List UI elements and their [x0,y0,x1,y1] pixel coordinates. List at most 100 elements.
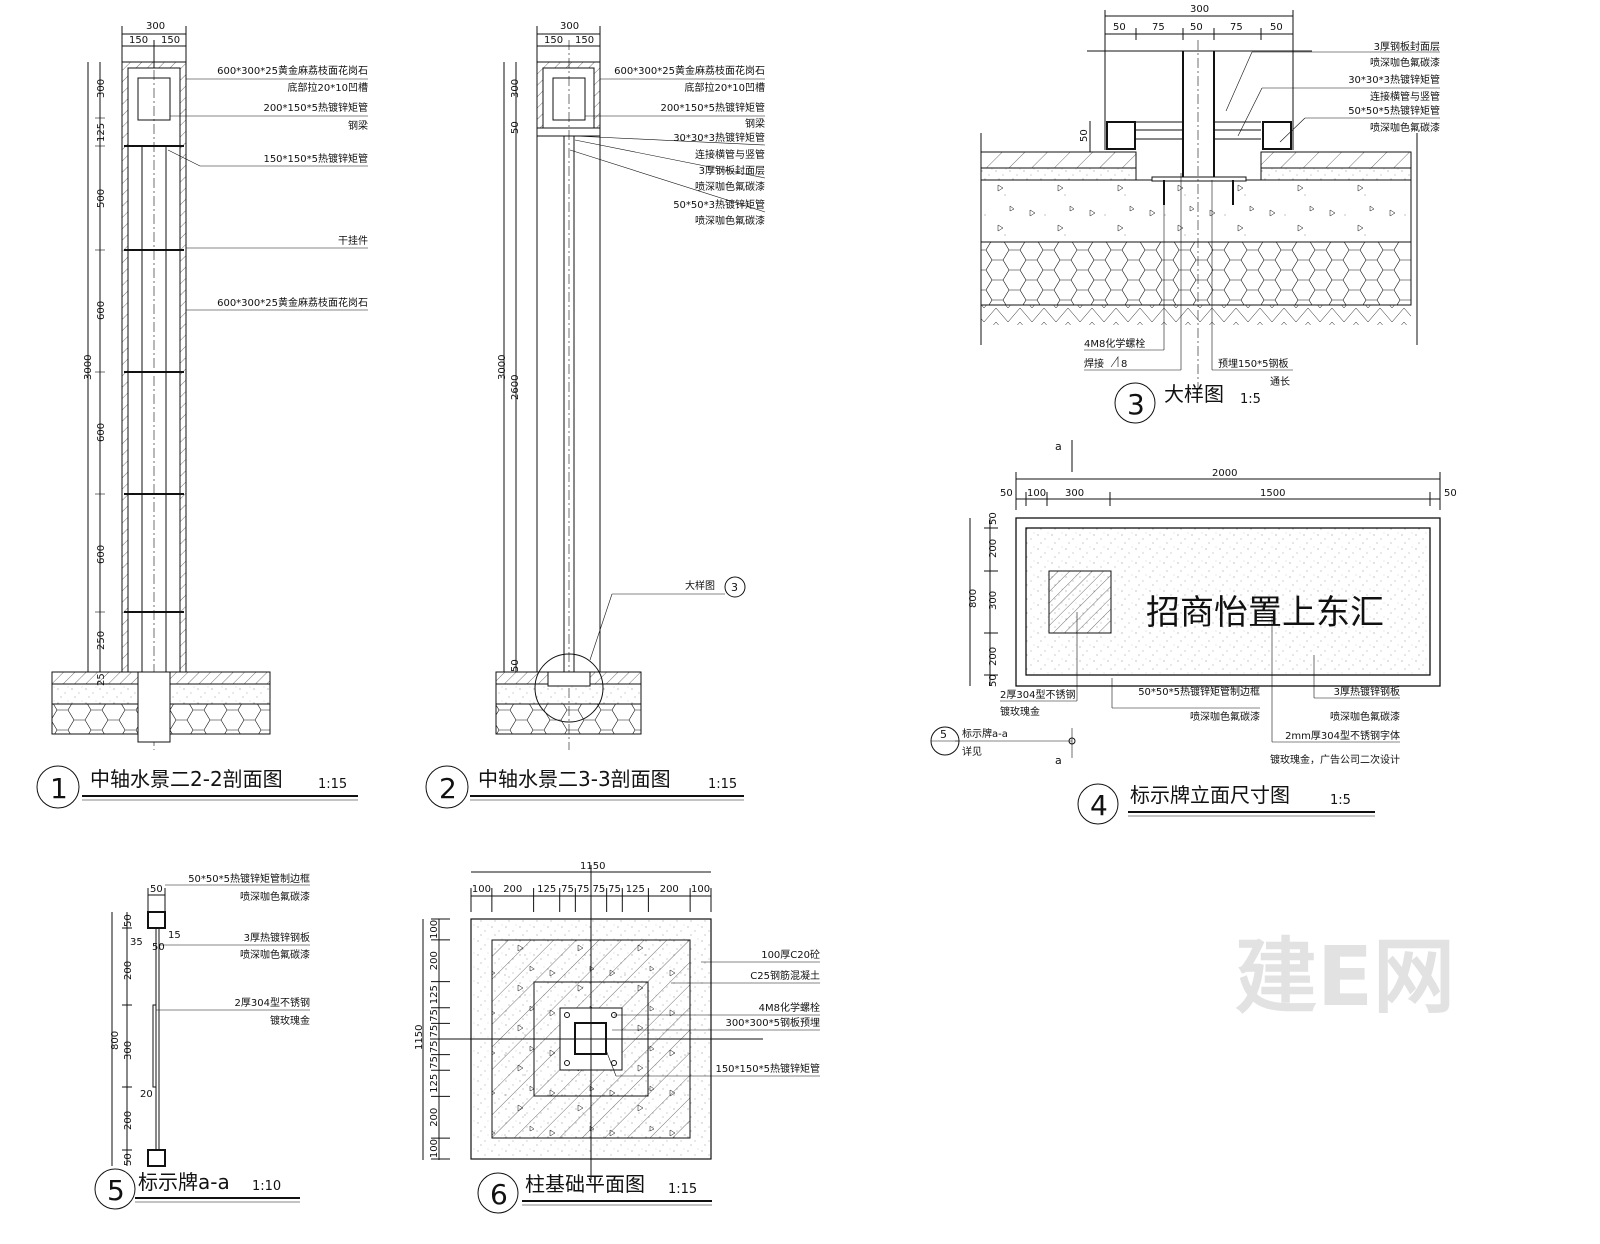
section-mark: a [1055,440,1062,453]
dim: 3000 [497,355,508,380]
dim: 200 [123,961,134,980]
dim: 300 [1065,488,1084,499]
callout-label: 50*50*5热镀锌矩管 [1348,104,1440,117]
callout-label: 喷深咖色氟碳漆 [240,948,310,961]
dim: 150 [575,35,594,46]
callout-label: 600*300*25黄金麻荔枝面花岗石 [217,64,368,77]
dim: 75 [1230,22,1243,33]
dim: 2000 [1212,468,1237,479]
dim: 50 [1190,22,1203,33]
dim: 200 [429,951,440,970]
dim: 15 [168,930,181,941]
dim: 200 [988,539,999,558]
callout-label: 200*150*5热镀锌矩管 [263,101,368,114]
drawing-scale: 1:15 [668,1182,697,1197]
dim: 50 [1113,22,1126,33]
dim: 125 [429,985,440,1004]
callout-label: 3厚钢板封面层 [1374,40,1440,53]
detail-reference-bubble [724,576,746,598]
dim: 50 [510,659,521,672]
dim: 200 [503,884,522,895]
dim: 800 [968,589,979,608]
sign-section-a-a-drawing: 50 50 35 15 20 800 50 200 300 200 50 50*… [94,872,310,1210]
callout-label: C25钢筋混凝土 [750,969,820,982]
weld-size: 8 [1121,359,1127,370]
callout-label: 镀玫瑰金，广告公司二次设计 [1270,753,1400,766]
drawing-number: 5 [107,1174,125,1207]
dim: 200 [429,1108,440,1127]
dim: 600 [96,545,107,564]
callout-label: 4M8化学螺栓 [1084,337,1145,350]
drawing-title: 中轴水景二3-3剖面图 [478,767,671,791]
dim: 150 [161,35,180,46]
dim: 100 [472,884,491,895]
callout-label: 200*150*5热镀锌矩管 [660,101,765,114]
callout-label: 连接横管与竖管 [1370,90,1440,103]
drawing-title: 标示牌立面尺寸图 [1130,783,1290,807]
dim: 125 [429,1074,440,1093]
callout-label: 30*30*3热镀锌矩管 [1348,73,1440,86]
dim: 75 [561,884,574,895]
dim: 50 [150,884,163,895]
callout-label: 喷深咖色氟碳漆 [240,890,310,903]
dim: 100 [429,920,440,939]
dim: 35 [130,937,143,948]
dim: 1150 [580,861,605,872]
drawing-title: 标示牌a-a [138,1170,230,1194]
callout-label: 50*50*5热镀锌矩管制边框 [188,872,310,885]
drawing-number: 6 [490,1178,508,1211]
dim: 300 [123,1041,134,1060]
drawing-number: 1 [50,772,68,805]
sign-text: 招商怡置上东汇 [1146,593,1384,633]
drawing-scale: 1:5 [1330,793,1351,808]
dim: 600 [96,301,107,320]
dim: 100 [1027,488,1046,499]
callout-label: 喷深咖色氟碳漆 [1190,710,1260,723]
section-mark: a [1055,754,1062,767]
callout-label: 600*300*25黄金麻荔枝面花岗石 [614,64,765,77]
callout-label: 300*300*5钢板预埋 [725,1016,820,1029]
callout-label: 2厚304型不锈钢 [235,996,310,1009]
callout-label: 600*300*25黄金麻荔枝面花岗石 [217,296,368,309]
callout-label: 3厚热镀锌钢板 [1334,685,1400,698]
callout-label: 镀玫瑰金 [270,1014,310,1027]
dim: 800 [110,1031,121,1050]
callout-label: 150*150*5热镀锌矩管 [263,152,368,165]
callout-label: 喷深咖色氟碳漆 [695,214,765,227]
dim: 100 [429,1139,440,1158]
dim: 200 [660,884,679,895]
drawing-number: 4 [1090,789,1108,822]
callout-label: 通长 [1270,376,1290,388]
callout-label: 喷深咖色氟碳漆 [1330,710,1400,723]
callout-label: 底部拉20*10凹槽 [685,81,765,94]
callout-label: 150*150*5热镀锌矩管 [715,1062,820,1075]
dim: 200 [988,647,999,666]
callout-label: 100厚C20砼 [761,948,820,961]
callout-label: 钢梁 [348,119,368,132]
dim: 125 [96,123,107,142]
dim: 50 [1444,488,1457,499]
dim: 50 [123,914,134,927]
dim: 1150 [414,1025,425,1050]
section-2-2-drawing: 300 150 150 300 125 500 600 3000 600 600… [36,21,368,809]
drawing-number: 3 [1127,388,1145,421]
dim: 250 [96,631,107,650]
dim: 300 [1190,4,1209,15]
dim: 75 [429,1009,440,1022]
dim: 75 [429,1056,440,1069]
section-3-3-drawing: 300 150 150 300 50 3000 2600 50 600*300*… [425,21,766,809]
dim: 1500 [1260,488,1285,499]
callout-label: 钢梁 [745,117,765,130]
dim: 50 [510,121,521,134]
dim: 75 [429,1040,440,1053]
callout-label: 50*50*5热镀锌矩管制边框 [1138,685,1260,698]
dim: 75 [429,1025,440,1038]
drawing-scale: 1:15 [708,777,737,792]
dim: 50 [1000,488,1013,499]
dim: 200 [123,1111,134,1130]
dim: 300 [510,79,521,98]
dim: 75 [1152,22,1165,33]
dim: 300 [96,79,107,98]
drawing-scale: 1:15 [318,777,347,792]
